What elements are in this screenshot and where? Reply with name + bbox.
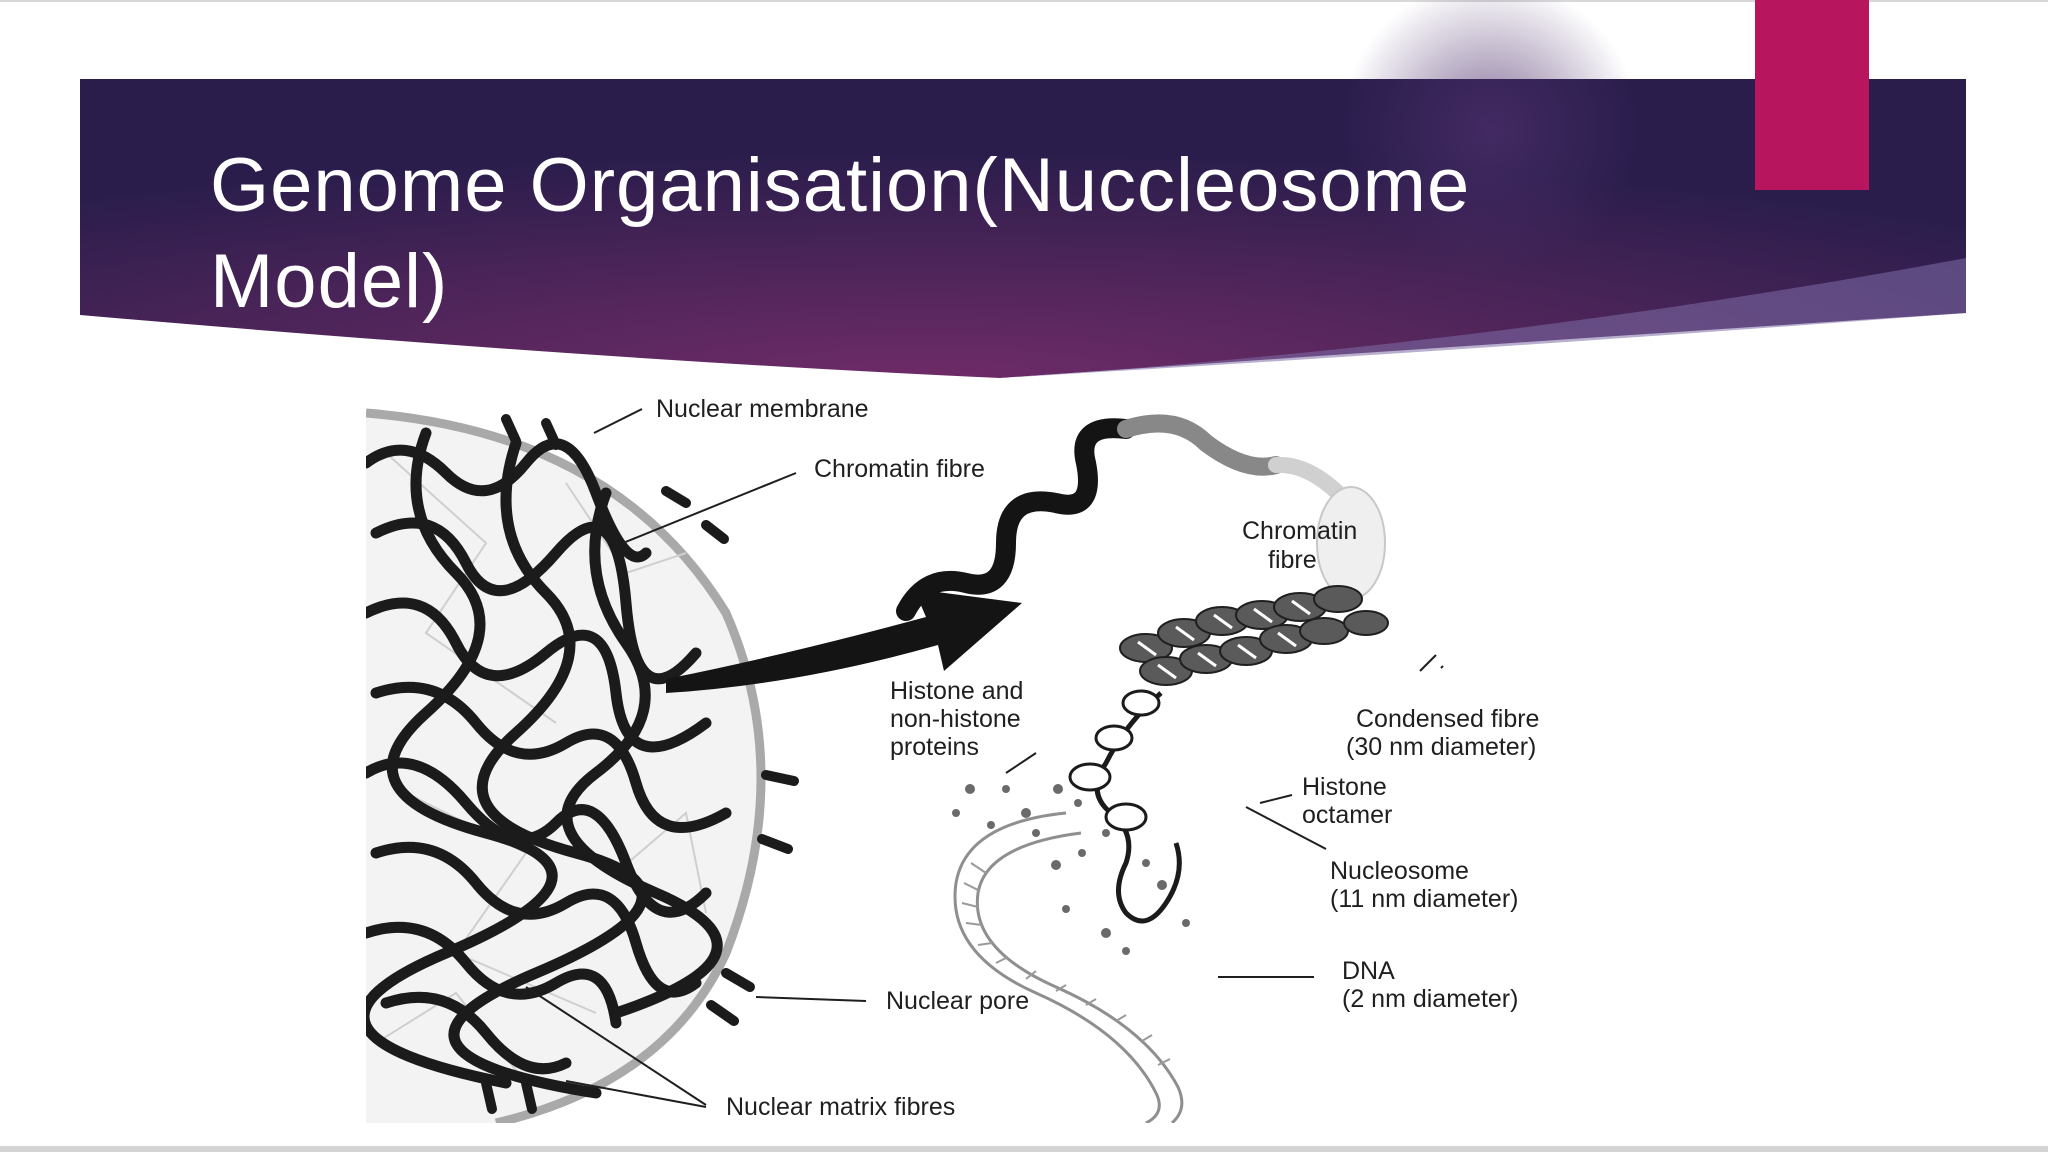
nucleus-illustration (366, 408, 799, 1123)
label-condensed-fibre-line2: (30 nm diameter) (1346, 733, 1536, 761)
bottom-rule (0, 1146, 2048, 1152)
label-chromatin-fibre-left: Chromatin fibre (814, 455, 985, 483)
accent-tab (1755, 0, 1869, 190)
diagram-labels: Nuclear membrane Chromatin fibre Chromat… (656, 395, 1539, 1121)
slide-title: Genome Organisation(Nuccleosome Model) (210, 143, 1471, 324)
label-chromatin-fibre-right-line1: Chromatin (1242, 517, 1357, 545)
condensed-fibre-illustration (1119, 585, 1389, 686)
expansion-arrow (666, 589, 1022, 693)
label-histone-octamer-line1: Histone (1302, 773, 1387, 801)
label-histone-octamer-line2: octamer (1302, 801, 1392, 829)
label-nuclear-membrane: Nuclear membrane (656, 395, 869, 423)
label-histone-proteins-line1: Histone and (890, 677, 1023, 705)
label-histone-proteins-line2: non-histone (890, 705, 1021, 733)
leader-lines (525, 408, 1444, 1108)
label-nucleosome-line2: (11 nm diameter) (1330, 885, 1519, 913)
label-condensed-fibre-line1: Condensed fibre (1356, 705, 1539, 733)
label-nucleosome-line1: Nucleosome (1330, 857, 1469, 885)
label-dna-line1: DNA (1342, 957, 1395, 985)
title-band (80, 0, 1966, 378)
dna-helix-illustration (953, 811, 1184, 1123)
nucleosome-diagram: Nuclear membrane Chromatin fibre Chromat… (366, 393, 1628, 1123)
chromatin-strand (896, 414, 1386, 621)
label-nuclear-matrix-fibres: Nuclear matrix fibres (726, 1093, 955, 1121)
label-dna-line2: (2 nm diameter) (1342, 985, 1518, 1013)
label-nuclear-pore: Nuclear pore (886, 987, 1029, 1015)
label-histone-proteins-line3: proteins (890, 733, 979, 761)
top-rule (0, 0, 2048, 2)
nucleosome-string (952, 689, 1190, 955)
label-chromatin-fibre-right-line2: fibre (1268, 546, 1317, 574)
